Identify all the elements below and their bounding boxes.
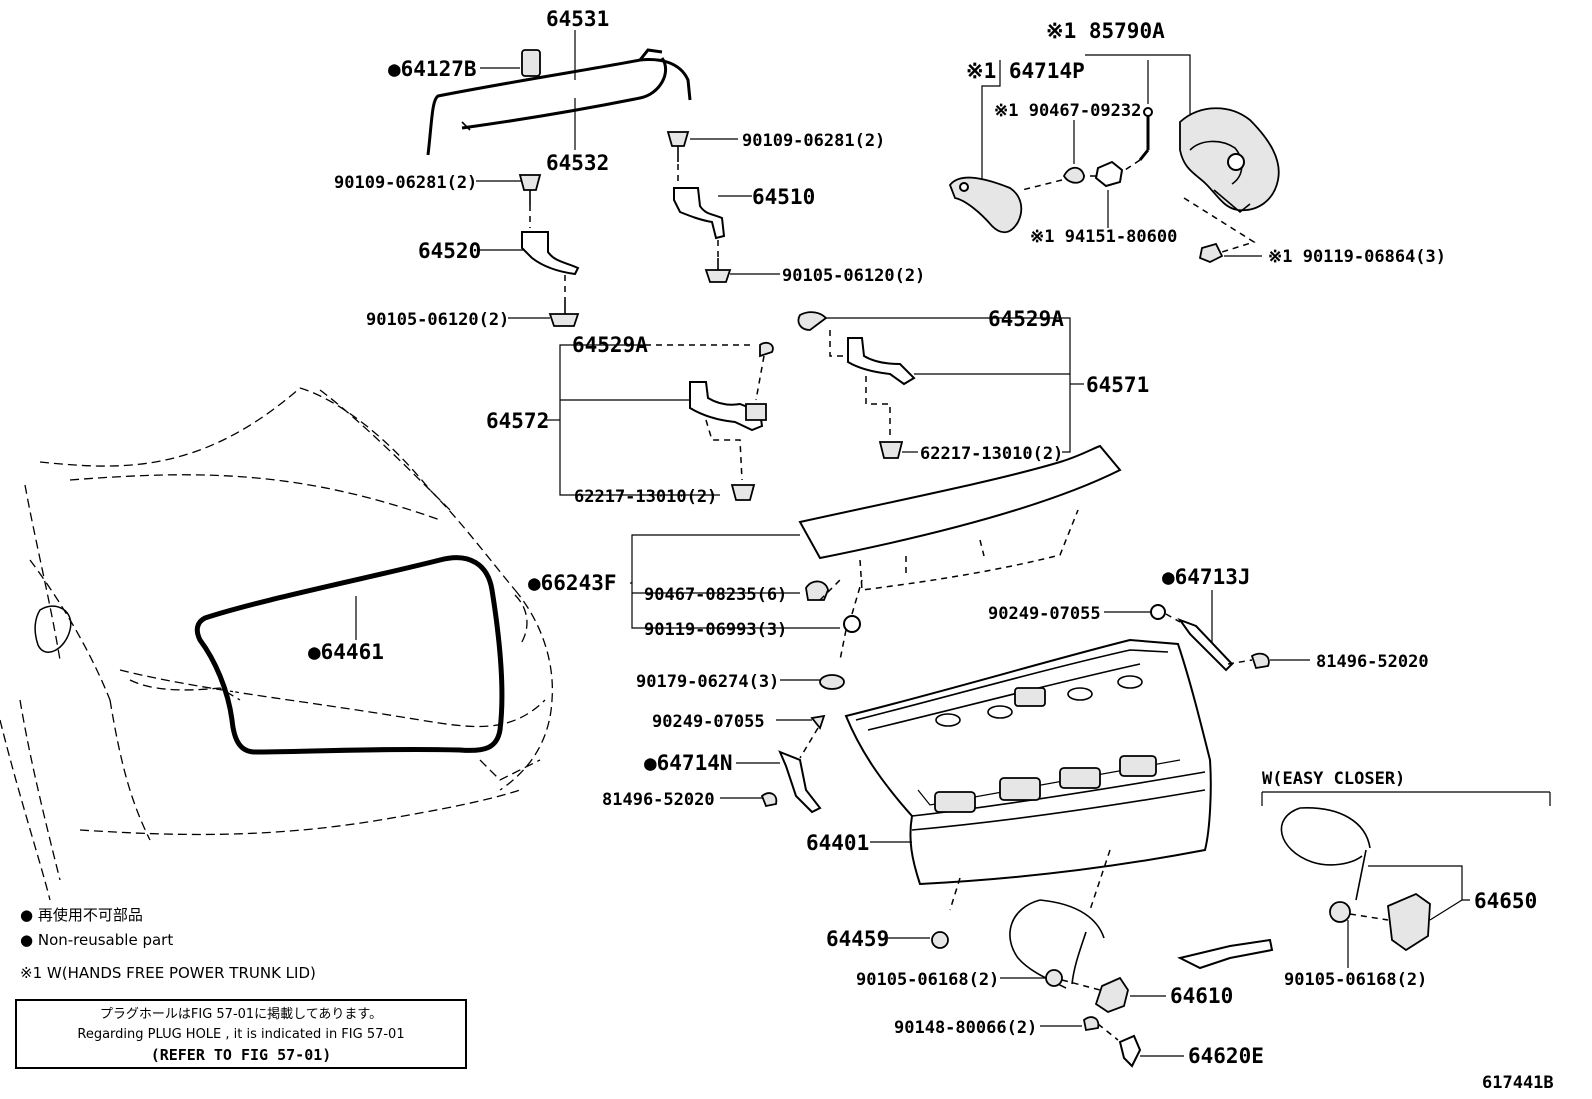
figure-id: 617441B (1482, 1073, 1554, 1093)
bushing-90467 (1062, 166, 1085, 184)
leader-lines (355, 30, 1470, 1057)
clip-64127b (521, 49, 541, 77)
car-body-outline (0, 387, 554, 901)
trunk-weatherstrip (194, 555, 505, 755)
label-64532: 64532 (546, 151, 609, 175)
spoiler-fasteners (805, 579, 863, 690)
label-66243f: ●66243F (528, 571, 617, 595)
label-90105-06168-left: 90105-06168(2) (856, 970, 999, 990)
trunk-lid-64401 (844, 638, 1212, 911)
hinge-64520 (518, 174, 580, 327)
torsion-bar-64531 (426, 48, 692, 156)
label-90179: 90179-06274(3) (636, 672, 779, 692)
label-64459: 64459 (826, 927, 889, 951)
spoiler-panel (798, 444, 1122, 591)
label-90249-right: 90249-07055 (988, 604, 1101, 624)
label-64520: 64520 (418, 239, 481, 263)
note-line-en: Regarding PLUG HOLE , it is indicated in… (77, 1027, 404, 1042)
direction-arrow (1177, 938, 1274, 970)
legend-en: ● Non-reusable part (20, 931, 173, 949)
label-85790a: ※1 85790A (1046, 19, 1165, 43)
label-64650: 64650 (1474, 889, 1537, 913)
plug-64459 (931, 931, 949, 949)
nut-94151 (1094, 160, 1124, 188)
label-64714p: ※1 64714P (966, 59, 1085, 83)
label-64401: 64401 (806, 831, 869, 855)
label-easy-closer: W(EASY CLOSER) (1262, 769, 1405, 789)
easy-closer-64650 (1261, 791, 1551, 952)
lever-64714p (948, 176, 1023, 234)
label-64610: 64610 (1170, 984, 1233, 1008)
label-94151: ※1 94151-80600 (1030, 227, 1177, 247)
label-81496-right: 81496-52020 (1316, 652, 1429, 672)
legend-jp: ● 再使用不可部品 (20, 906, 143, 924)
bolt-90119-06864 (1198, 242, 1224, 263)
legend: ● 再使用不可部品 ● Non-reusable part ※1 W(HANDS… (20, 906, 316, 982)
label-64531: 64531 (546, 7, 609, 31)
label-90119-06993: 90119-06993(3) (644, 620, 787, 640)
label-90105-06168-right: 90105-06168(2) (1284, 970, 1427, 990)
actuator-85790a (1138, 107, 1280, 214)
label-64571: 64571 (1086, 373, 1149, 397)
label-64620e: 64620E (1188, 1044, 1264, 1068)
part-labels: 64531 ●64127B 64532 90109-06281(2) 90109… (308, 7, 1537, 1068)
lever-64713j (1177, 617, 1234, 672)
lock-64610 (1009, 899, 1142, 1068)
stay-64571 (797, 311, 916, 459)
label-90467-08235: 90467-08235(6) (644, 585, 787, 605)
label-62217-left: 62217-13010(2) (574, 487, 717, 507)
note-line-jp: プラグホールはFIG 57-01に掲載してあります。 (100, 1006, 382, 1022)
hinge-64510 (666, 131, 732, 283)
label-90467-09232: ※1 90467-09232 (994, 101, 1141, 121)
clip-81496-l (760, 792, 778, 808)
label-64127b: ●64127B (388, 57, 477, 81)
label-64529a-left: 64529A (572, 333, 648, 357)
legend-note1: ※1 W(HANDS FREE POWER TRUNK LID) (20, 964, 316, 982)
label-81496-left: 81496-52020 (602, 790, 715, 810)
grommet-90249-r (1150, 604, 1166, 620)
clip-81496-r (1250, 652, 1270, 670)
label-64713j: ●64713J (1162, 565, 1251, 589)
label-90105-left: 90105-06120(2) (366, 310, 509, 330)
label-64572: 64572 (486, 409, 549, 433)
note-line-refer: (REFER TO FIG 57-01) (151, 1046, 332, 1064)
label-62217-right: 62217-13010(2) (920, 444, 1063, 464)
label-64714n: ●64714N (644, 751, 733, 775)
lever-64714n (778, 750, 822, 814)
label-90109-left: 90109-06281(2) (334, 173, 477, 193)
label-64529a-right: 64529A (988, 307, 1064, 331)
plug-hole-note: プラグホールはFIG 57-01に掲載してあります。 Regarding PLU… (15, 999, 467, 1069)
grommet-90249-l (810, 714, 826, 730)
label-64461: ●64461 (308, 640, 384, 664)
label-90119-06864: ※1 90119-06864(3) (1268, 247, 1446, 267)
label-64510: 64510 (752, 185, 815, 209)
label-90105-right: 90105-06120(2) (782, 266, 925, 286)
label-90109-right: 90109-06281(2) (742, 131, 885, 151)
label-90148: 90148-80066(2) (894, 1018, 1037, 1038)
stay-64572 (689, 341, 774, 501)
label-90249-left: 90249-07055 (652, 712, 765, 732)
